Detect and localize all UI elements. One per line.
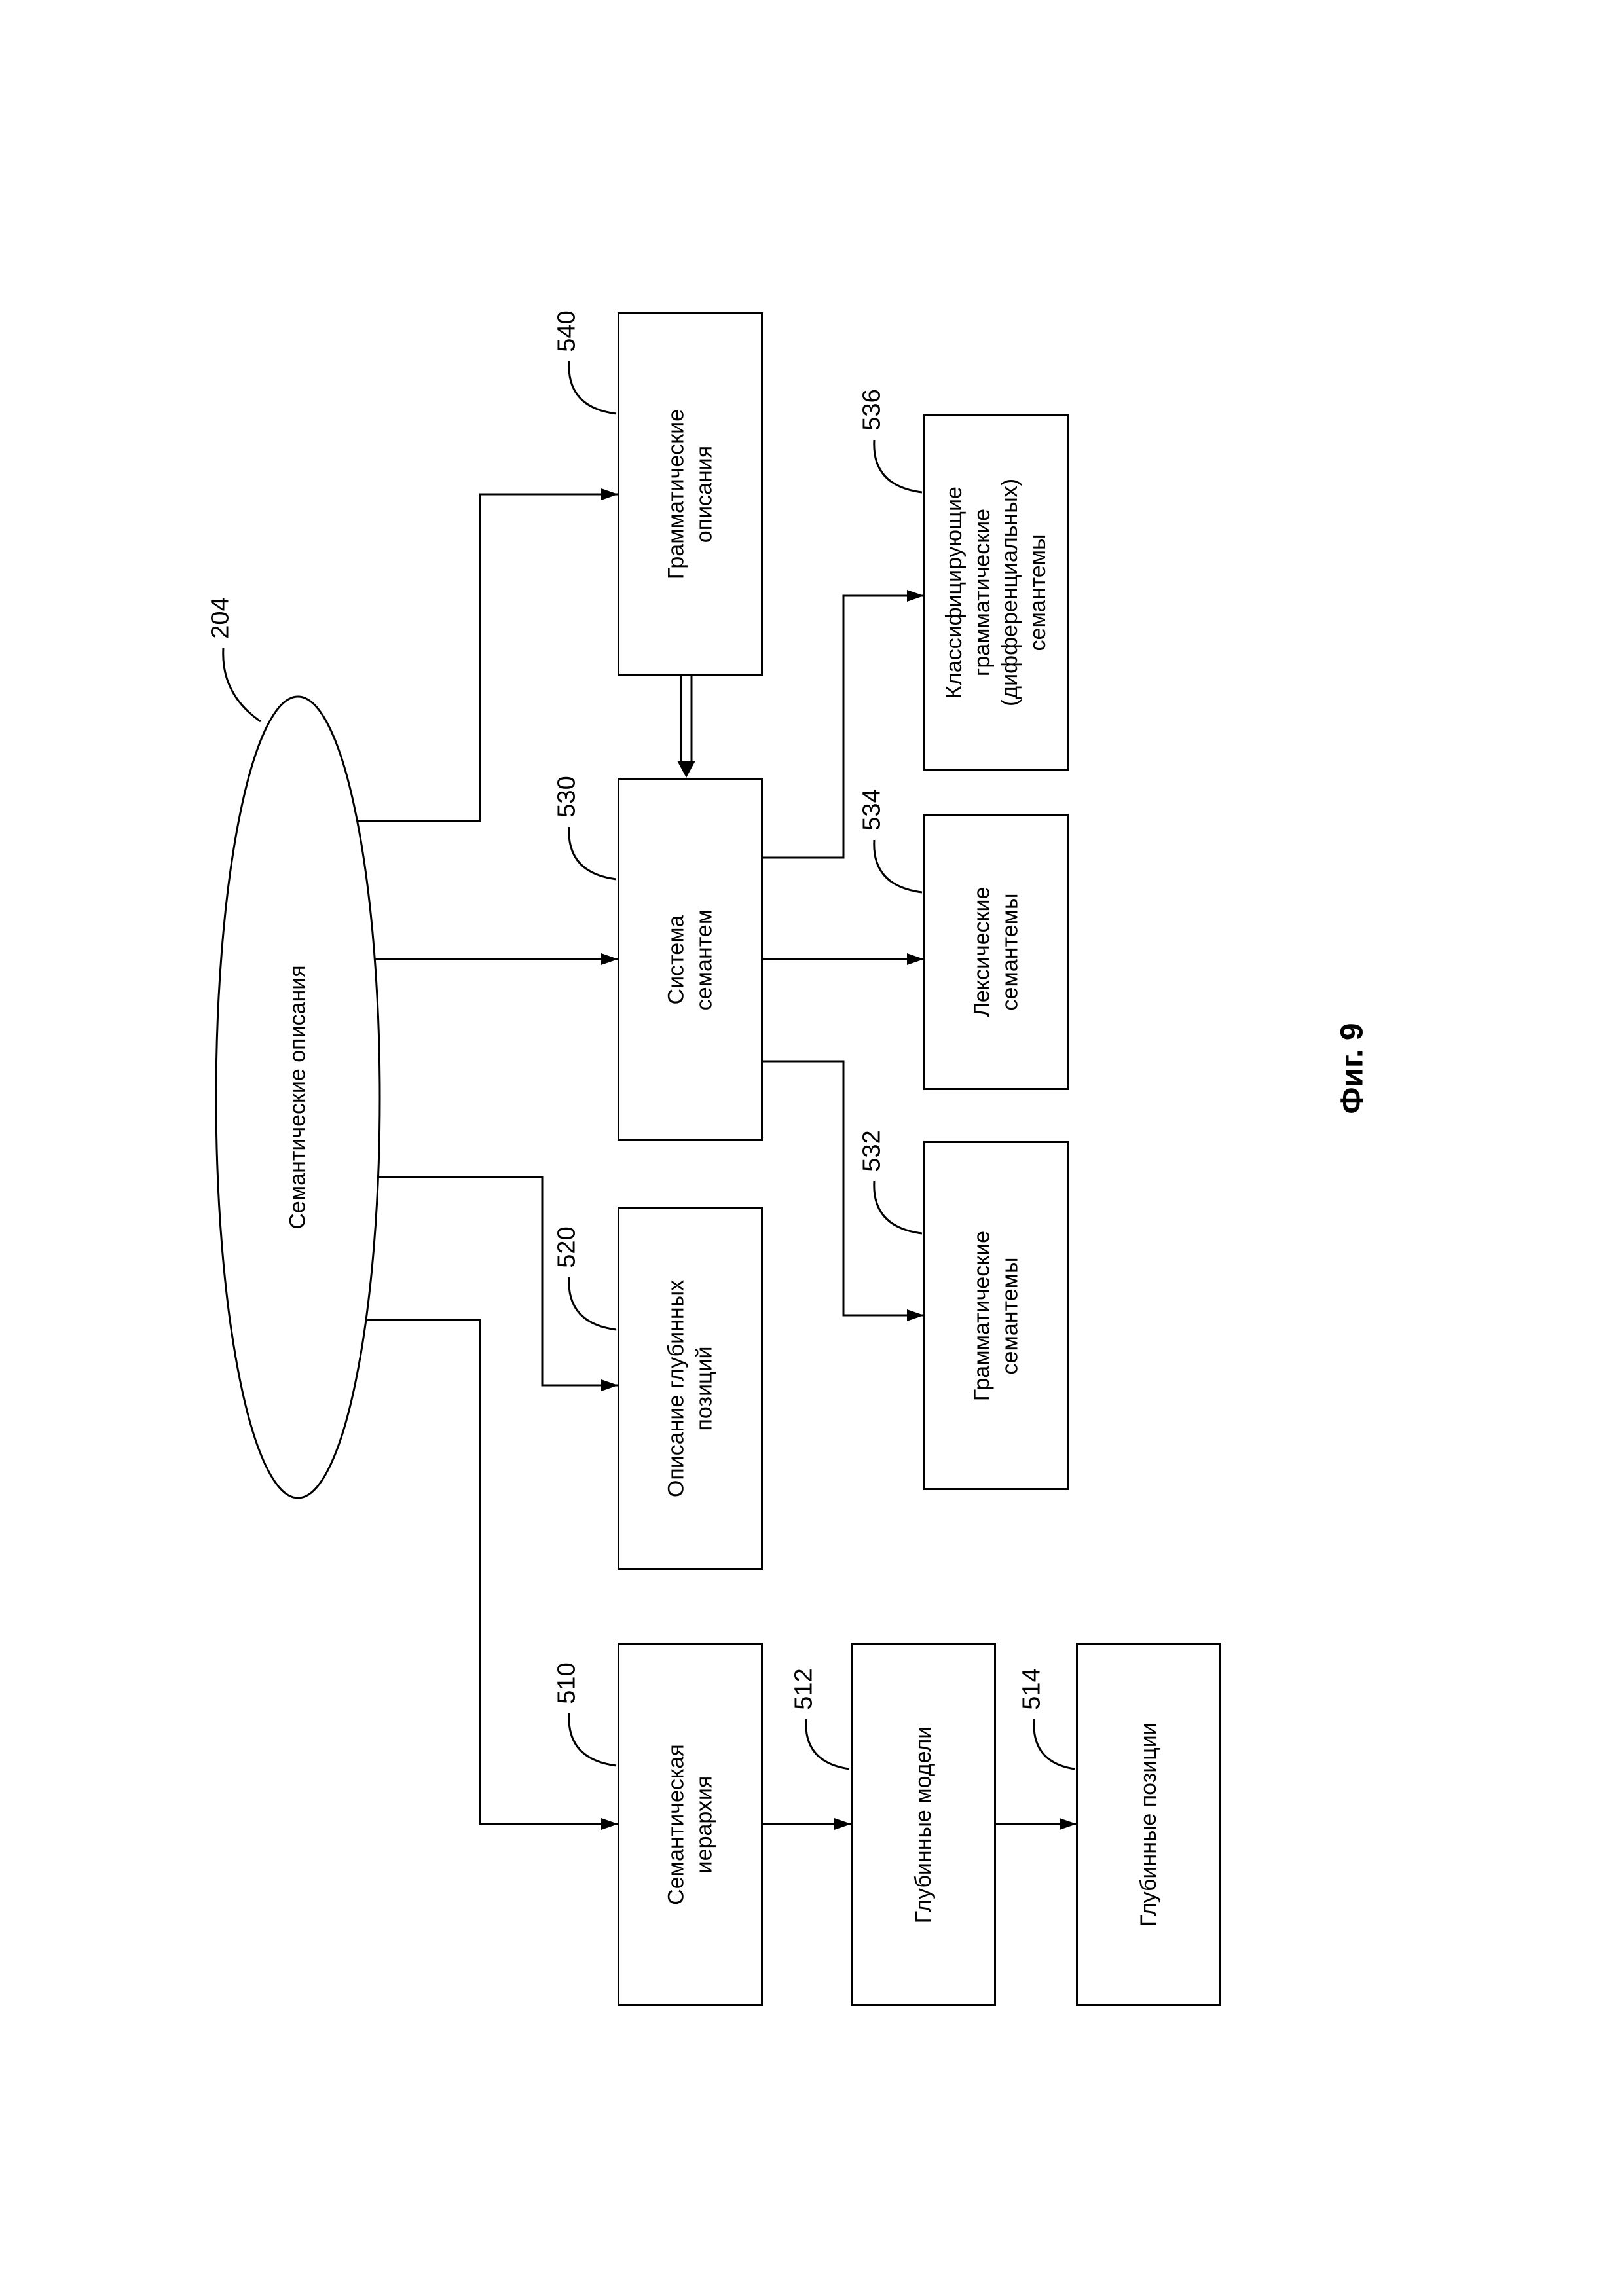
ref-510: 510 [553,1662,581,1704]
node-classifying-semantemes: Классифицирующие грамматические (диффере… [923,414,1069,771]
ref-534: 534 [858,789,886,831]
node-deep-positions-description: Описание глубинных позиций [618,1207,763,1570]
arrow-ellipse-to-510 [366,1319,618,1830]
node-label-classifying-semantemes: Классифицирующие грамматические (диффере… [942,478,1050,707]
leader-514 [1033,1719,1075,1770]
node-grammatical-semantemes: Грамматические семантемы [923,1141,1069,1490]
node-label-deep-positions-description: Описание глубинных позиций [663,1279,717,1497]
ref-540: 540 [553,310,581,352]
leader-204 [222,647,261,723]
node-label-grammatical-descriptions: Грамматические описания [663,409,717,579]
node-lexical-semantemes: Лексические семантемы [923,814,1069,1090]
node-deep-positions: Глубинные позиции [1076,1643,1221,2006]
semantic-descriptions-ellipse [215,695,381,1499]
double-arrow-540-to-530 [677,676,695,778]
leader-512 [805,1719,850,1770]
arrow-530-to-532 [763,1060,924,1321]
ref-514: 514 [1018,1668,1046,1710]
ref-520: 520 [553,1226,581,1268]
node-label-lexical-semantemes: Лексические семантемы [969,886,1023,1017]
ref-512: 512 [790,1668,818,1710]
ref-530: 530 [553,776,581,818]
node-semanteme-system: Система семантем [618,778,763,1141]
node-deep-models: Глубинные модели [851,1643,996,2006]
node-label-semantic-hierarchy: Семантическая иерархия [663,1743,717,1905]
node-label-deep-positions: Глубинные позиции [1135,1722,1161,1927]
ref-204: 204 [206,597,234,639]
node-label-grammatical-semantemes: Грамматические семантемы [969,1230,1023,1401]
figure-caption: Фиг. 9 [1335,1023,1370,1114]
ref-532: 532 [858,1130,886,1172]
leader-520 [568,1277,617,1331]
node-semantic-hierarchy: Семантическая иерархия [618,1643,763,2006]
arrow-530-to-536 [763,590,924,859]
leader-536 [873,439,923,494]
ellipse-label: Семантические описания [285,965,310,1230]
ref-536: 536 [858,389,886,431]
leader-534 [873,839,923,894]
leader-530 [568,826,617,881]
node-grammatical-descriptions: Грамматические описания [618,312,763,676]
arrow-ellipse-to-520 [378,1176,618,1391]
node-label-deep-models: Глубинные модели [910,1726,936,1923]
arrow-ellipse-to-540 [358,488,618,822]
leader-540 [568,361,617,415]
leader-510 [568,1713,617,1767]
leader-532 [873,1180,923,1235]
node-label-semanteme-system: Система семантем [663,909,717,1010]
